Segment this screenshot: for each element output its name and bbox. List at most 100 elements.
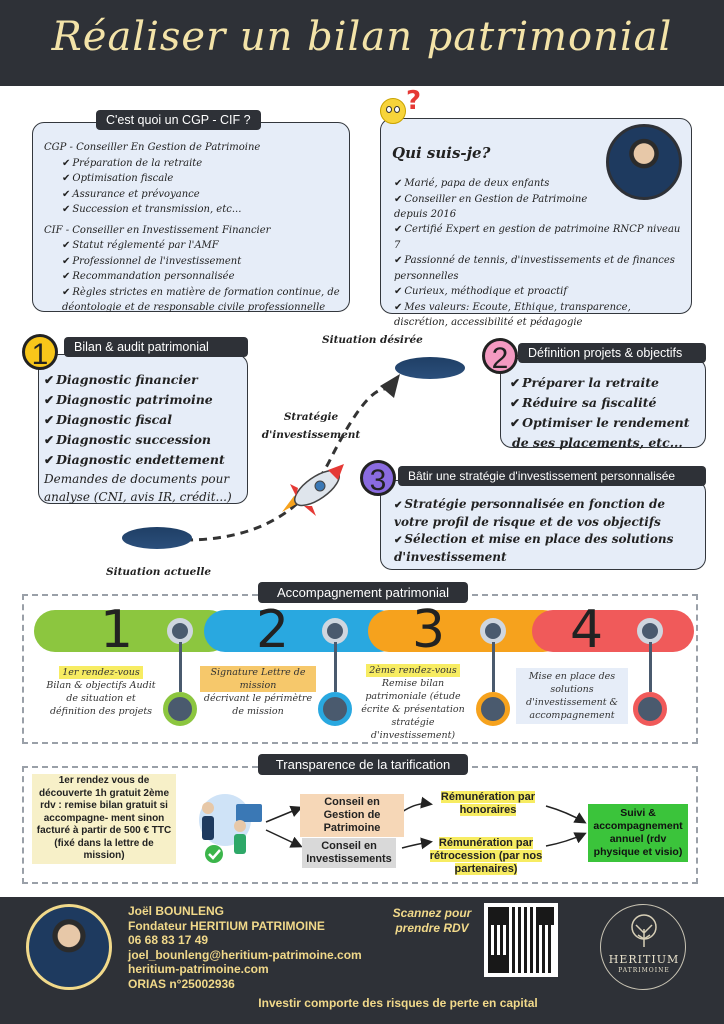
handshake-icon xyxy=(199,794,262,863)
list-item: Recommandation personnalisée xyxy=(62,269,344,285)
thinking-emoji-icon xyxy=(380,98,406,124)
tarif-rem1: Rémunération par honoraires xyxy=(440,791,536,816)
page-title: Réaliser un bilan patrimonial xyxy=(51,14,673,60)
strategy-label: Stratégie d'investissement xyxy=(261,411,361,441)
current-disc xyxy=(122,527,192,549)
list-item: Certifié Expert en gestion de patrimoine… xyxy=(394,222,684,253)
list-item: Curieux, méthodique et proactif xyxy=(394,284,684,300)
step1-number: 1 xyxy=(22,334,58,371)
header-banner xyxy=(0,0,724,86)
list-item: Règles strictes en matière de formation … xyxy=(44,285,344,316)
band-step1 xyxy=(34,610,230,652)
about-heading: Qui suis-je? xyxy=(392,144,491,162)
qr-code[interactable] xyxy=(484,903,558,977)
list-item: Stratégie personnalisée en fonction de v… xyxy=(394,496,700,531)
list-item: Diagnostic fiscal xyxy=(44,410,248,430)
rocket-icon xyxy=(282,464,344,516)
step-text-3: 2ème rendez-vous Remise bilan patrimonia… xyxy=(361,664,465,741)
desired-disc xyxy=(395,357,465,379)
list-item: Statut réglementé par l'AMF xyxy=(62,238,344,254)
step1-extra: Demandes de documents pour analyse (CNI,… xyxy=(44,472,232,504)
band-number-2: 2 xyxy=(256,600,290,660)
step2-list: Préparer la retraite Réduire sa fiscalit… xyxy=(510,373,706,452)
contact-role: Fondateur HERITIUM PATRIMOINE xyxy=(128,918,325,933)
about-list-top: Marié, papa de deux enfants Conseiller e… xyxy=(394,176,606,223)
step-text-2: Signature Lettre de mission décrivant le… xyxy=(200,666,316,718)
tarif-conditions: 1er rendez vous de découverte 1h gratuit… xyxy=(32,774,176,864)
tarif-cgp-box: Conseil en Gestion de Patrimoine xyxy=(300,794,404,837)
step3-heading: Bâtir une stratégie d'investissement per… xyxy=(398,466,706,486)
step-text-4: Mise en place des solutions d'investisse… xyxy=(516,668,628,724)
tree-icon xyxy=(631,914,657,947)
step1-list: Diagnostic financier Diagnostic patrimoi… xyxy=(44,370,248,506)
cgp-title: CGP - Conseiller En Gestion de Patrimoin… xyxy=(44,142,261,153)
contact-orias: ORIAS n°25002936 xyxy=(128,976,235,991)
tarif-arrows xyxy=(265,796,587,850)
list-item: Préparer la retraite xyxy=(510,373,706,393)
tarif-heading: Transparence de la tarification xyxy=(258,754,468,775)
about-list-bottom: Certifié Expert en gestion de patrimoine… xyxy=(394,222,684,331)
tarif-ci-box: Conseil en Investissements xyxy=(302,838,396,868)
footer-avatar xyxy=(26,904,112,990)
brand-logo: HERITIUM PATRIMOINE xyxy=(600,904,686,990)
band-step3 xyxy=(368,610,564,652)
risk-warning: Investir comporte des risques de perte e… xyxy=(258,996,538,1010)
brand-sub: PATRIMOINE xyxy=(618,967,670,974)
avatar xyxy=(606,124,682,200)
step2-extra: de ses placements, etc... xyxy=(512,435,683,450)
list-item: Diagnostic endettement xyxy=(44,450,248,470)
band-number-1: 1 xyxy=(100,600,134,660)
step1-heading: Bilan & audit patrimonial xyxy=(64,337,248,357)
trajectory-arrow xyxy=(184,374,400,542)
contact-name: Joël BOUNLENG xyxy=(128,904,225,918)
list-item: Diagnostic succession xyxy=(44,430,248,450)
footer-contact: Joël BOUNLENG Fondateur HERITIUM PATRIMO… xyxy=(128,904,362,991)
step-text-1: 1er rendez-vous Bilan & objectifs Audit … xyxy=(46,666,156,717)
scan-label: Scannez pour prendre RDV xyxy=(392,906,472,935)
band-step4 xyxy=(532,610,694,652)
cgp-content: CGP - Conseiller En Gestion de Patrimoin… xyxy=(44,140,344,316)
list-item: Diagnostic patrimoine xyxy=(44,390,248,410)
list-item: Marié, papa de deux enfants xyxy=(394,176,606,192)
band-step2 xyxy=(204,610,400,652)
list-item: Réduire sa fiscalité xyxy=(510,393,706,413)
band-number-4: 4 xyxy=(570,600,604,660)
list-item: Optimisation fiscale xyxy=(62,171,344,187)
brand-name: HERITIUM xyxy=(608,953,680,966)
connector-ring-4 xyxy=(633,692,667,726)
list-item: Assurance et prévoyance xyxy=(62,187,344,203)
contact-phone[interactable]: 06 68 83 17 49 xyxy=(128,933,209,947)
list-item: Optimiser le rendement xyxy=(510,413,706,433)
contact-site[interactable]: heritium-patrimoine.com xyxy=(128,962,269,976)
cif-title: CIF - Conseiller en Investissement Finan… xyxy=(44,224,271,236)
connector-top-4 xyxy=(637,618,663,644)
list-item: Sélection et mise en place des solutions… xyxy=(394,531,700,566)
current-label: Situation actuelle xyxy=(106,566,212,578)
list-item: Diagnostic financier xyxy=(44,370,248,390)
connector-ring-2 xyxy=(318,692,352,726)
connector-top-3 xyxy=(480,618,506,644)
tarif-suivi: Suivi & accompagnement annuel (rdv physi… xyxy=(588,804,688,862)
connector-top-2 xyxy=(322,618,348,644)
question-mark-icon: ? xyxy=(406,86,422,116)
connector-top-1 xyxy=(167,618,193,644)
cgp-heading: C'est quoi un CGP - CIF ? xyxy=(96,110,261,130)
desired-label: Situation désirée xyxy=(322,334,423,346)
band-number-3: 3 xyxy=(412,600,446,660)
accompagnement-heading: Accompagnement patrimonial xyxy=(258,582,468,603)
connector-line-2 xyxy=(334,642,337,692)
list-item: Conseiller en Gestion de Patrimoine depu… xyxy=(394,192,606,223)
step3-number: 3 xyxy=(360,460,396,497)
list-item: Professionnel de l'investissement xyxy=(62,254,344,270)
step2-heading: Définition projets & objectifs xyxy=(518,343,706,363)
tarif-rem2: Rémunération par rétrocession (par nos p… xyxy=(429,837,543,875)
list-item: Mes valeurs: Ecoute, Ethique, transparen… xyxy=(394,300,684,331)
contact-email[interactable]: joel_bounleng@heritium-patrimoine.com xyxy=(128,947,362,962)
connector-ring-1 xyxy=(163,692,197,726)
list-item: Passionné de tennis, d'investissements e… xyxy=(394,253,684,284)
connector-line-4 xyxy=(649,642,652,692)
step3-list: Stratégie personnalisée en fonction de v… xyxy=(394,496,700,566)
connector-line-1 xyxy=(179,642,182,692)
connector-ring-3 xyxy=(476,692,510,726)
